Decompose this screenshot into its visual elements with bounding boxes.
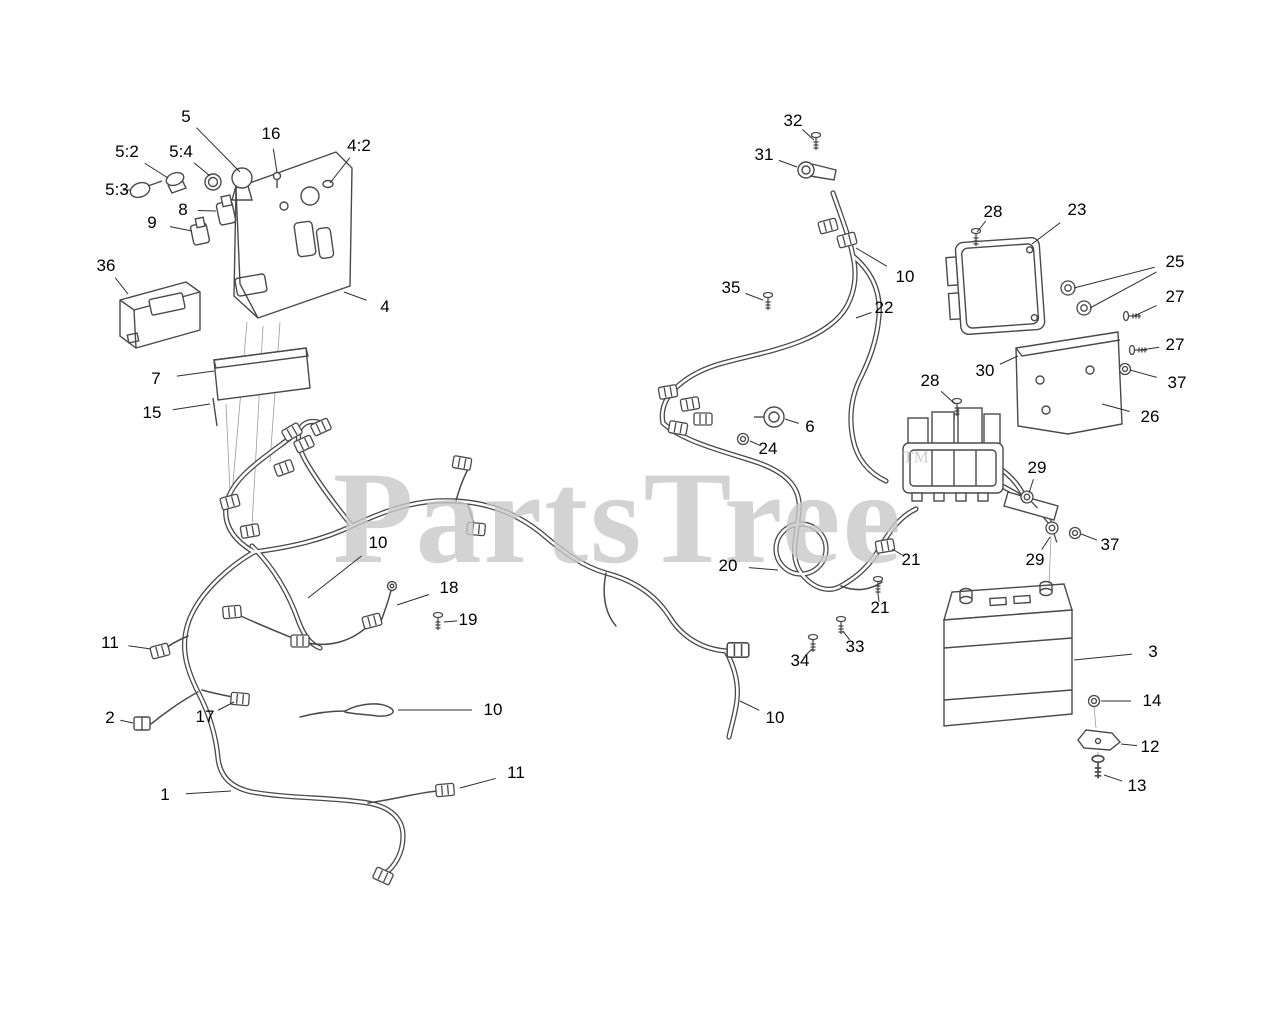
callout-24-27: 24 [758,439,778,458]
callout-17-44: 17 [195,707,215,726]
callout-8-6: 8 [178,200,188,219]
callout-10-46: 10 [483,700,503,719]
callout-16-1: 16 [261,124,281,143]
callout-1-48: 1 [160,785,170,804]
callout-5-3-5: 5:3 [105,180,129,199]
callout-7-10: 7 [151,369,161,388]
callout-29-28: 29 [1027,458,1047,477]
callout-3-36: 3 [1148,642,1158,661]
callout-11-49: 11 [507,763,525,782]
callout-25-16: 25 [1165,252,1185,271]
callout-22-21: 22 [874,298,894,317]
callout-18-41: 18 [439,578,459,597]
callout-37-31: 37 [1100,535,1120,554]
callout-27-18: 27 [1165,335,1185,354]
callout-12-38: 12 [1140,737,1160,756]
callout-10-40: 10 [368,533,388,552]
callout-4-9: 4 [380,297,390,316]
callout-31-13: 31 [754,145,774,164]
callout-34-35: 34 [790,651,810,670]
callout-20-32: 20 [718,556,738,575]
callout-5-0: 5 [181,107,191,126]
callout-19-42: 19 [458,610,478,629]
callout-14-37: 14 [1142,691,1162,710]
callout-23-15: 23 [1067,200,1087,219]
callout-21-33: 21 [870,598,890,617]
callout-15-11: 15 [142,403,162,422]
callout-27-17: 27 [1165,287,1185,306]
callout-36-8: 36 [96,256,116,275]
callout-11-43: 11 [101,633,119,652]
callout-30-22: 30 [975,361,995,380]
callout-28-24: 28 [920,371,940,390]
callout-37-23: 37 [1167,373,1187,392]
callout-6-26: 6 [805,417,815,436]
callout-4-2-2: 4:2 [347,136,371,155]
callout-33-34: 33 [845,637,865,656]
callout-5-2-3: 5:2 [115,142,139,161]
callout-13-39: 13 [1127,776,1147,795]
callout-32-12: 32 [783,111,803,130]
callout-2-45: 2 [105,708,115,727]
callout-26-25: 26 [1140,407,1160,426]
callout-5-4-4: 5:4 [169,142,193,161]
callout-35-19: 35 [721,278,741,297]
callout-10-20: 10 [895,267,915,286]
callout-28-14: 28 [983,202,1003,221]
callout-9-7: 9 [147,213,157,232]
callout-10-47: 10 [765,708,785,727]
callout-29-30: 29 [1025,550,1045,569]
callout-21-29: 21 [901,550,921,569]
